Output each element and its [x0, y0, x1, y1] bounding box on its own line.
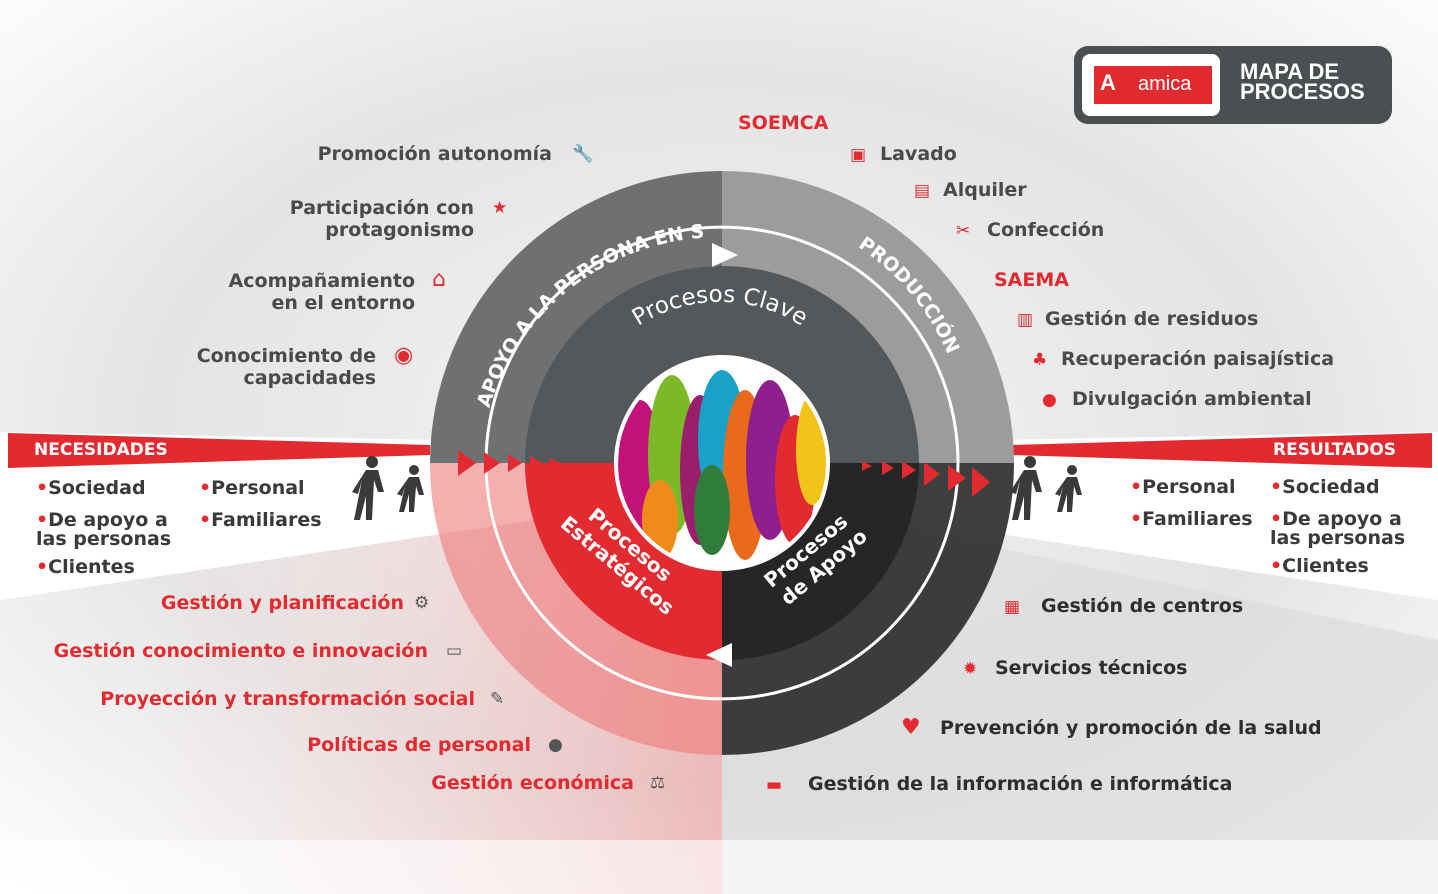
- cycle-arrowhead-bottom: [706, 643, 732, 667]
- apoyo-item-2: Participación con protagonismo: [289, 197, 474, 241]
- logo-red-block: [1094, 66, 1212, 104]
- gears-icon: ⚙: [414, 593, 430, 613]
- resultados-item: •Familiares: [1130, 508, 1253, 530]
- necesidades-item: •Personal: [199, 477, 305, 499]
- produccion-item-lavado: Lavado: [880, 143, 957, 165]
- washer-icon: ▣: [850, 145, 867, 165]
- estrategico-item-4: Políticas de personal: [307, 734, 531, 756]
- necesidades-title: NECESIDADES: [34, 440, 168, 460]
- necesidades-clientes: Clientes: [48, 556, 135, 578]
- necesidades-item: •Sociedad: [36, 477, 146, 499]
- gear-icon: ✹: [963, 659, 978, 679]
- trash-icon: ▥: [1017, 310, 1034, 330]
- trees-icon: ♣: [1032, 350, 1048, 370]
- produccion-item-alquiler: Alquiler: [943, 179, 1027, 201]
- necesidades-apoyo: De apoyo a las personas: [36, 509, 172, 550]
- building-icon: ▦: [1004, 597, 1021, 617]
- saema-heading: SAEMA: [994, 269, 1069, 291]
- logo-title-line2: PROCESOS: [1240, 79, 1365, 104]
- star-icon: ★: [492, 198, 508, 218]
- logo-title: MAPA DE PROCESOS: [1240, 59, 1365, 104]
- produccion-item-residuos: Gestión de residuos: [1045, 308, 1259, 330]
- resultados-bar: [1010, 433, 1432, 468]
- bottom-fade: [0, 840, 1438, 894]
- produccion-item-confeccion: Confección: [987, 219, 1105, 241]
- bottle-icon: ▤: [914, 181, 931, 201]
- resultados-clientes: Clientes: [1282, 555, 1369, 577]
- necesidades-sociedad: Sociedad: [48, 477, 146, 499]
- logo-name: amica: [1138, 73, 1192, 95]
- produccion-item-paisajistica: Recuperación paisajística: [1061, 348, 1335, 370]
- resultados-sociedad: Sociedad: [1282, 476, 1380, 498]
- logo-mark: A: [1100, 70, 1116, 95]
- logo-badge: A amica: [1082, 54, 1220, 116]
- soemca-heading: SOEMCA: [738, 112, 829, 134]
- apoyo-proceso-item-4: Gestión de la información e informática: [808, 773, 1233, 795]
- necesidades-item: •Familiares: [199, 509, 322, 531]
- cycle-arrow-top: [484, 225, 960, 464]
- globe-icon: ●: [1042, 390, 1057, 410]
- heart-icon: ♥: [901, 715, 921, 740]
- people-silhouettes: [618, 370, 826, 560]
- apoyo-proceso-item-1: Gestión de centros: [1041, 595, 1244, 617]
- apoyo-item-3: Acompañamiento en el entorno: [228, 270, 415, 314]
- resultados-apoyo: De apoyo a las personas: [1270, 508, 1406, 549]
- scale-icon: ⚖: [650, 773, 666, 793]
- resultados-item: •De apoyo a las personas: [1270, 508, 1406, 549]
- apoyo-proceso-item-3: Prevención y promoción de la salud: [940, 717, 1322, 739]
- necesidades-personal: Personal: [211, 477, 305, 499]
- amica-logo: A amica MAPA DE PROCESOS: [1074, 46, 1392, 124]
- estrategico-item-3: Proyección y transformación social: [100, 688, 475, 710]
- needle-icon: ✂: [956, 221, 971, 241]
- home-icon: ⌂: [432, 267, 446, 292]
- person-icon: ●: [548, 735, 563, 755]
- necesidades-item: •De apoyo a las personas: [36, 509, 172, 550]
- notepad-icon: ✎: [490, 689, 505, 709]
- produccion-item-divulgacion: Divulgación ambiental: [1072, 388, 1312, 410]
- browser-icon: ▭: [446, 641, 463, 661]
- walking-people-icon-left: [352, 456, 424, 520]
- estrategico-item-1: Gestión y planificación: [160, 592, 404, 614]
- needs-results-band: [0, 432, 1438, 600]
- resultados-familiares: Familiares: [1142, 508, 1253, 530]
- eye-icon: ◉: [394, 343, 414, 368]
- estrategico-item-2: Gestión conocimiento e innovación: [53, 640, 428, 662]
- apoyo-item-4: Conocimiento de capacidades: [196, 345, 376, 389]
- resultados-item: •Clientes: [1270, 555, 1369, 577]
- cycle-arrowhead-top: [712, 243, 738, 267]
- resultados-item: •Personal: [1130, 476, 1236, 498]
- necesidades-bar: [8, 433, 430, 468]
- logo-title-line1: MAPA DE: [1240, 59, 1339, 84]
- wrench-icon: 🔧: [572, 144, 594, 164]
- resultados-personal: Personal: [1142, 476, 1236, 498]
- resultados-item: •Sociedad: [1270, 476, 1380, 498]
- input-arrows: [458, 450, 560, 476]
- necesidades-item: •Clientes: [36, 556, 135, 578]
- estrategico-item-5: Gestión económica: [431, 772, 634, 794]
- apoyo-proceso-item-2: Servicios técnicos: [995, 657, 1188, 679]
- resultados-title: RESULTADOS: [1273, 440, 1397, 460]
- apoyo-item-1: Promoción autonomía: [317, 143, 552, 165]
- cycle-arrow-bottom: [484, 462, 960, 701]
- keyboard-icon: ▬: [766, 775, 783, 795]
- output-arrows: [862, 461, 990, 497]
- necesidades-familiares: Familiares: [211, 509, 322, 531]
- walking-people-icon-right: [1010, 456, 1082, 520]
